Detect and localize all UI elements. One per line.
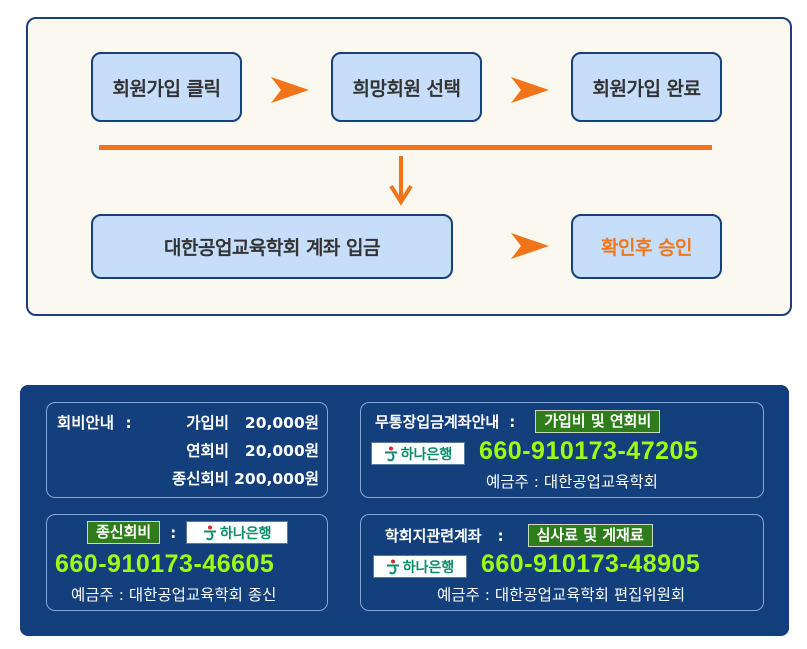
account-info-panel: 회비안내 : 가입비 20,000원 연회비 20,000원 종신회비 200,…: [20, 385, 789, 636]
flow-divider-line: [99, 145, 712, 150]
general-account-number[interactable]: 660-910173-47205: [479, 437, 699, 465]
arrow-right-icon: [511, 233, 549, 259]
hana-bank-logo-icon: [203, 525, 216, 540]
bank-logo: 하나은행: [371, 442, 465, 465]
bank-logo: 하나은행: [186, 521, 289, 544]
hana-bank-logo-icon: [386, 559, 399, 574]
general-account-holder: 예금주 : 대한공업교육학회: [486, 473, 658, 491]
fee-separator: :: [125, 414, 132, 432]
journal-account-number[interactable]: 660-910173-48905: [481, 550, 701, 578]
journal-account-tag: 심사료 및 게재료: [527, 524, 653, 547]
step-bank-deposit: 대한공업교육학회 계좌 입금: [91, 214, 453, 279]
membership-flow-panel: 회원가입 클릭 희망회원 선택 회원가입 완료 대한공업교육학회 계좌 입금 확…: [26, 17, 792, 316]
arrow-down-icon: [389, 156, 413, 206]
step-signup-click: 회원가입 클릭: [91, 52, 242, 122]
step-label: 희망회원 선택: [352, 77, 462, 100]
general-account-separator: :: [509, 412, 516, 431]
lifetime-account-tag: 종신회비: [87, 521, 161, 544]
journal-account-card: 학회지관련계좌 : 심사료 및 게재료 하나은행 660-910173-4890…: [360, 514, 764, 611]
step-approval: 확인후 승인: [571, 214, 722, 279]
fee-info-card: 회비안내 : 가입비 20,000원 연회비 20,000원 종신회비 200,…: [46, 402, 328, 498]
general-account-title: 무통장입금계좌안내: [375, 413, 500, 431]
journal-account-title: 학회지관련계좌: [385, 527, 482, 545]
step-label: 회원가입 완료: [592, 77, 702, 100]
step-label: 회원가입 클릭: [112, 77, 222, 100]
fee-title: 회비안내: [57, 414, 115, 432]
arrow-right-icon: [511, 77, 549, 103]
fee-name-annual: 연회비: [186, 442, 229, 460]
fee-amount-join: 20,000원: [244, 414, 319, 432]
bank-name: 하나은행: [400, 446, 453, 463]
journal-account-holder: 예금주 : 대한공업교육학회 편집위원회: [437, 586, 686, 604]
step-signup-complete: 회원가입 완료: [571, 52, 722, 122]
general-account-card: 무통장입금계좌안내 : 가입비 및 연회비 하나은행 660-910173-47…: [360, 402, 764, 498]
step-label: 확인후 승인: [600, 237, 693, 259]
fee-name-join: 가입비: [186, 414, 229, 432]
step-select-membership: 희망회원 선택: [331, 52, 482, 122]
hana-bank-logo-icon: [384, 446, 397, 461]
step-label: 대한공업교육학회 계좌 입금: [164, 237, 381, 259]
lifetime-account-separator: :: [170, 523, 177, 542]
journal-account-separator: :: [497, 526, 504, 545]
bank-name: 하나은행: [219, 525, 272, 542]
general-account-tag: 가입비 및 연회비: [535, 410, 661, 433]
lifetime-account-number[interactable]: 660-910173-46605: [55, 550, 275, 578]
lifetime-account-holder: 예금주 : 대한공업교육학회 종신: [71, 586, 277, 604]
fee-amount-lifetime: 200,000원: [234, 470, 319, 488]
arrow-right-icon: [271, 77, 309, 103]
bank-name: 하나은행: [402, 559, 455, 576]
lifetime-account-card: 종신회비 : 하나은행 660-910173-46605 예금주 : 대한공업교…: [46, 514, 328, 611]
bank-logo: 하나은행: [373, 555, 467, 578]
fee-amount-annual: 20,000원: [244, 442, 319, 460]
fee-name-lifetime: 종신회비: [171, 470, 229, 488]
